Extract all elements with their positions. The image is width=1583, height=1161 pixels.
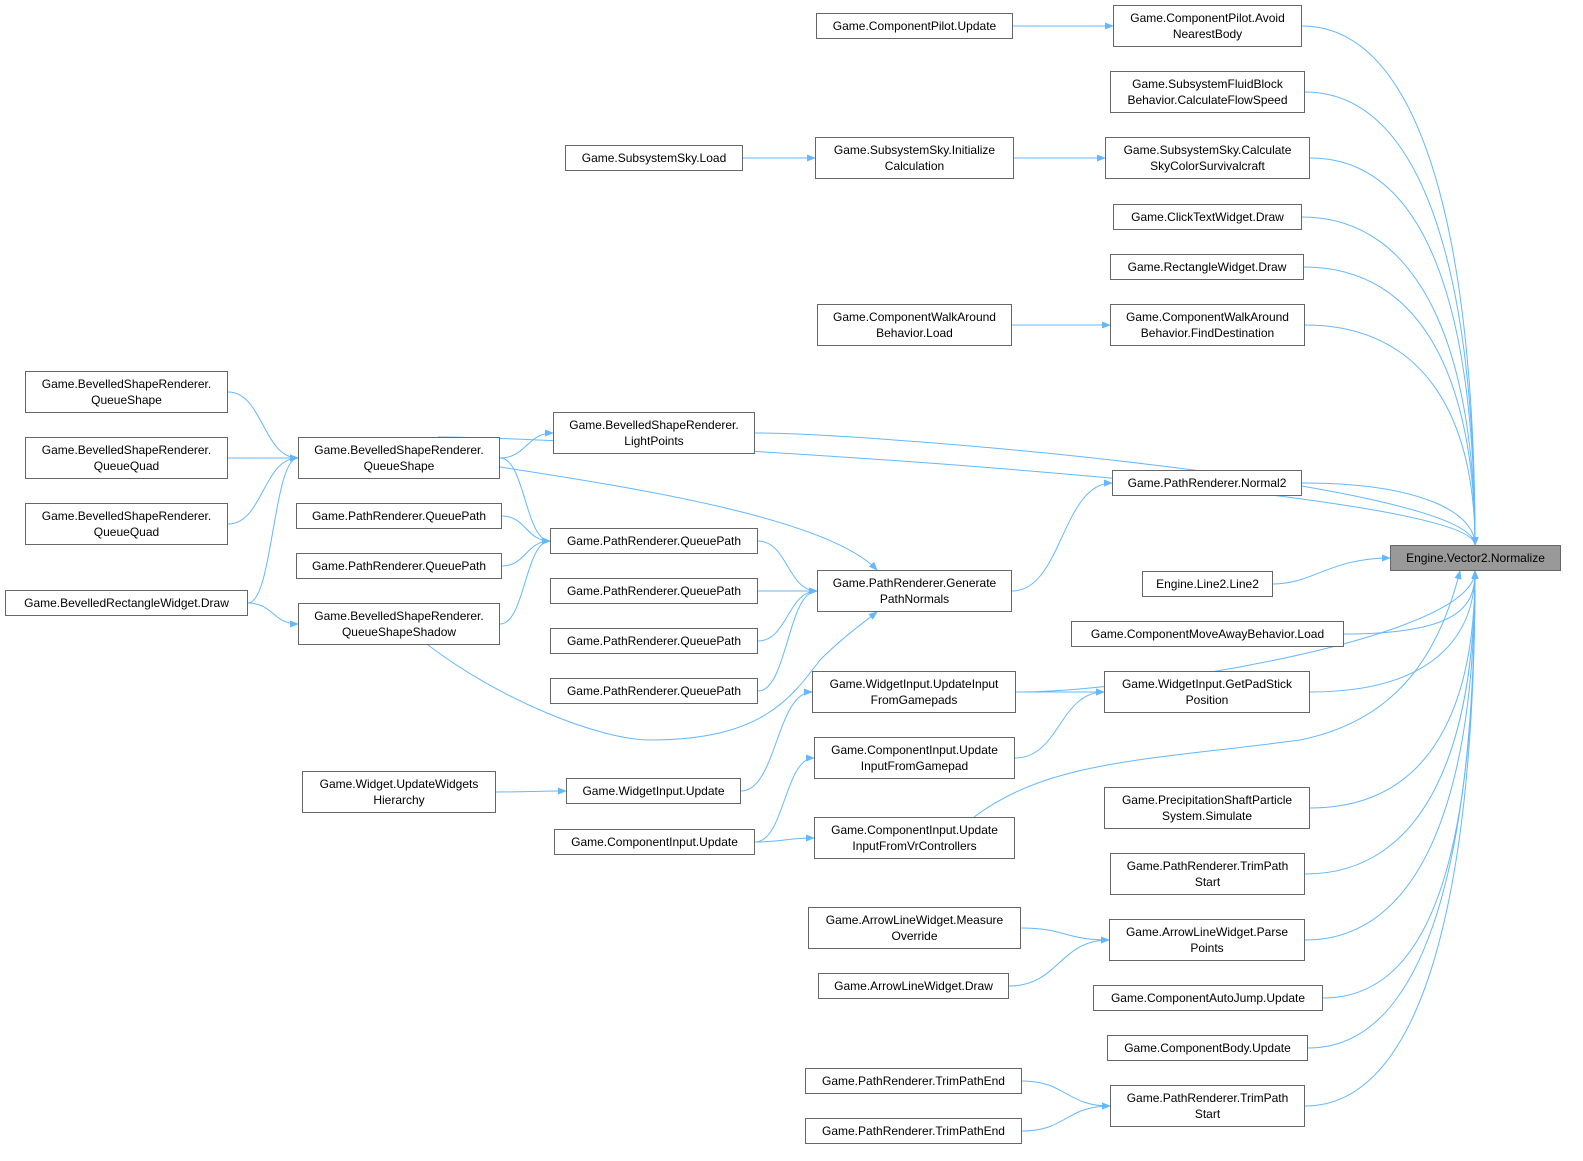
edge-widgethier-to-wiupdate [495,787,567,795]
graph-node[interactable]: Game.SubsystemFluidBlock Behavior.Calcul… [1110,71,1305,113]
graph-node[interactable]: Game.WidgetInput.GetPadStick Position [1104,671,1310,713]
graph-node[interactable]: Game.PathRenderer.QueuePath [550,628,758,654]
edge-skycalc-to-normalize [1309,157,1479,546]
edge-qp_c-to-gennormals [757,587,818,642]
graph-node[interactable]: Game.WidgetInput.Update [566,778,741,804]
graph-node[interactable]: Game.SubsystemSky.Initialize Calculation [815,137,1014,179]
graph-node[interactable]: Game.PathRenderer.QueuePath [550,578,758,604]
edge-padstick-to-normalize [1309,570,1479,693]
edge-queueshape-to-normalize [437,436,1479,546]
graph-node[interactable]: Game.BevelledShapeRenderer. QueueShape [25,371,228,413]
graph-node[interactable]: Game.PathRenderer.TrimPathEnd [805,1068,1022,1094]
edge-arrowdraw-to-parsepoints [1008,936,1110,987]
edge-qp_d-to-gennormals [757,587,818,692]
edge-moveaway-to-normalize [1343,570,1479,635]
edge-qp_e-to-qp_a [501,515,551,545]
edge-ciupdate-to-ciupdvr [754,834,815,843]
graph-node[interactable]: Game.ComponentInput.Update InputFromGame… [814,737,1015,779]
graph-node[interactable]: Game.BevelledShapeRenderer. QueueShapeSh… [298,603,500,645]
edge-gennormals-to-normal2 [1011,479,1113,592]
edge-trimstart2-to-normalize [1304,570,1479,1107]
edge-trimend2-to-trimstart2 [1021,1102,1111,1132]
edge-ciupdate-to-ciupdgamepad [754,754,815,843]
graph-node[interactable]: Game.ArrowLineWidget.Measure Override [808,907,1021,949]
graph-node[interactable]: Game.ComponentMoveAwayBehavior.Load [1071,621,1344,647]
graph-node[interactable]: Game.SubsystemSky.Calculate SkyColorSurv… [1105,137,1310,179]
edge-finddest-to-normalize [1304,324,1479,546]
edge-trimend1-to-trimstart2 [1021,1080,1111,1110]
graph-node[interactable]: Game.SubsystemSky.Load [565,145,743,171]
edge-qp_a-to-gennormals [757,540,818,595]
edge-rectwidget-to-normalize [1303,266,1479,546]
graph-node[interactable]: Game.ArrowLineWidget.Draw [818,973,1009,999]
edge-rectdraw-to-shadow [247,602,299,628]
edge-line2-to-normalize [1272,554,1391,585]
edge-shadow-to-gennormals [427,611,878,741]
graph-node[interactable]: Game.PathRenderer.QueuePath [550,678,758,704]
graph-node[interactable]: Game.BevelledShapeRenderer. QueueQuad [25,503,228,545]
graph-node[interactable]: Game.ComponentPilot.Avoid NearestBody [1113,5,1302,47]
edge-parsepoints-to-normalize [1304,570,1479,941]
edge-body-to-normalize [1307,570,1479,1049]
graph-node[interactable]: Game.PathRenderer.Normal2 [1112,470,1302,496]
graph-node[interactable]: Game.WidgetInput.UpdateInput FromGamepad… [812,671,1016,713]
graph-node[interactable]: Game.ClickTextWidget.Draw [1113,204,1302,230]
graph-node[interactable]: Game.PathRenderer.TrimPath Start [1110,853,1305,895]
graph-node[interactable]: Game.ComponentAutoJump.Update [1093,985,1323,1011]
edge-measure-to-parsepoints [1020,927,1110,944]
target-node[interactable]: Engine.Vector2.Normalize [1390,545,1561,571]
edge-lightpoints-to-normalize [754,432,1479,546]
graph-node[interactable]: Game.PathRenderer.TrimPathEnd [805,1118,1022,1144]
graph-node[interactable]: Game.RectangleWidget.Draw [1110,254,1304,280]
graph-node[interactable]: Game.BevelledShapeRenderer. QueueQuad [25,437,228,479]
graph-node[interactable]: Game.PrecipitationShaftParticle System.S… [1104,787,1310,829]
edge-rectdraw-to-queueshape [247,454,299,604]
graph-node[interactable]: Game.PathRenderer.QueuePath [296,503,502,529]
edge-clicktext-to-normalize [1301,216,1479,546]
graph-node[interactable]: Game.BevelledShapeRenderer. LightPoints [553,412,755,454]
graph-node[interactable]: Game.PathRenderer.TrimPath Start [1110,1085,1305,1127]
edge-fluid-to-normalize [1304,91,1479,546]
graph-node[interactable]: Game.PathRenderer.QueuePath [296,553,502,579]
edge-avoid-to-normalize [1301,25,1479,546]
graph-node[interactable]: Game.PathRenderer.QueuePath [550,528,758,554]
edge-updgamepads-to-normalize [1015,570,1479,693]
edge-ciupdgamepad-to-padstick [1014,688,1105,759]
edge-ciupdvr-to-normalize [973,570,1462,818]
graph-node[interactable]: Game.BevelledShapeRenderer. QueueShape [298,437,500,479]
graph-node[interactable]: Game.ComponentInput.Update [554,829,755,855]
graph-node[interactable]: Game.ComponentWalkAround Behavior.FindDe… [1110,304,1305,346]
graph-node[interactable]: Game.ArrowLineWidget.Parse Points [1109,919,1305,961]
edge-normal2-to-normalize [1301,482,1479,546]
edge-precip-to-normalize [1309,570,1479,809]
graph-node[interactable]: Game.ComponentBody.Update [1107,1035,1308,1061]
edge-shadow-to-qp_a [499,537,551,625]
graph-node[interactable]: Game.ComponentInput.Update InputFromVrCo… [814,817,1015,859]
edge-wiupdate-to-updgamepads [740,688,813,792]
graph-node[interactable]: Engine.Line2.Line2 [1142,571,1273,597]
edge-queueshape-to-gennormals [499,466,878,571]
graph-node[interactable]: Game.ComponentPilot.Update [816,13,1013,39]
graph-node[interactable]: Game.BevelledRectangleWidget.Draw [5,590,248,616]
edge-queueshape0-to-queueshape [227,391,299,462]
graph-node[interactable]: Game.Widget.UpdateWidgets Hierarchy [302,771,496,813]
edge-qp_f-to-qp_a [501,537,551,567]
graph-node[interactable]: Game.PathRenderer.Generate PathNormals [817,570,1012,612]
graph-node[interactable]: Game.ComponentWalkAround Behavior.Load [817,304,1012,346]
edge-trimstart1-to-normalize [1304,570,1479,875]
edge-queueshape-to-lightpoints [499,429,554,459]
edge-queuequad2-to-queueshape [227,454,299,525]
